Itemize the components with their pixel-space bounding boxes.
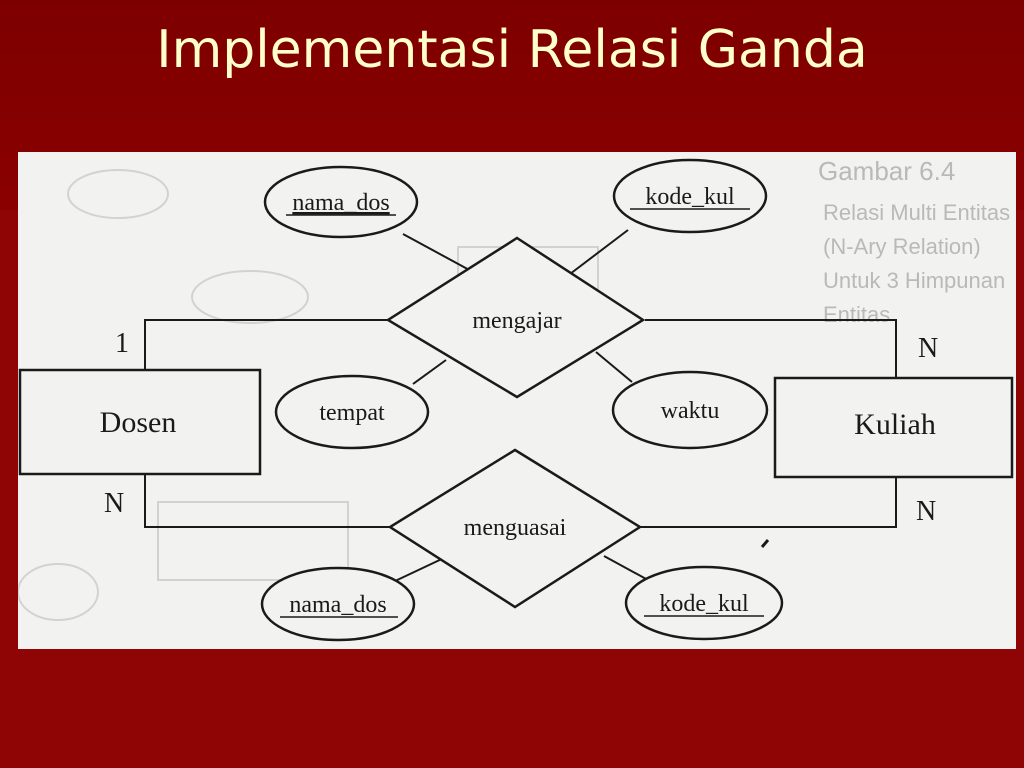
attribute-kode-kul-top (612, 158, 768, 234)
attribute-nama-dos-top-label: nama_dos (292, 190, 389, 216)
attribute-nama-dos-bottom-label: nama_dos (289, 592, 386, 618)
attr-link-nama-dos-top (402, 233, 474, 273)
menguasai-kuliah-line (640, 477, 897, 528)
entity-dosen-label: Dosen (100, 406, 177, 439)
attribute-tempat (274, 374, 430, 450)
attr-link-waktu (595, 351, 633, 383)
cardinality-dosen-bottom: N (104, 488, 124, 519)
entity-dosen (18, 368, 262, 476)
ghost-line-3: (N-Ary Relation) (823, 234, 981, 259)
dosen-mengajar-line (144, 319, 388, 370)
attribute-kode-kul-top-label: kode_kul (645, 184, 735, 210)
slide-title: Implementasi Relasi Ganda (156, 20, 868, 80)
cardinality-dosen-top: 1 (115, 328, 129, 359)
ghost-line-4: Untuk 3 Himpunan (823, 268, 1005, 293)
cardinality-kuliah-bottom: N (916, 496, 936, 527)
scan-mark (760, 539, 770, 548)
entity-kuliah (773, 376, 1014, 479)
attribute-waktu (611, 370, 769, 450)
attribute-nama-dos-bottom (260, 566, 416, 642)
er-diagram-image: Gambar 6.4 Relasi Multi Entitas (N-Ary R… (18, 152, 1016, 649)
ghost-line-5: Entitas (823, 302, 890, 327)
relationship-mengajar-label: mengajar (472, 308, 561, 334)
entity-kuliah-label: Kuliah (854, 408, 936, 441)
relationship-mengajar (385, 236, 646, 399)
ghost-line-2: Relasi Multi Entitas (823, 200, 1010, 225)
ghost-line-1: Gambar 6.4 (818, 156, 955, 186)
attribute-kode-kul-bottom-label: kode_kul (659, 591, 749, 617)
attribute-tempat-label: tempat (319, 400, 385, 426)
cardinality-kuliah-top: N (918, 333, 938, 364)
attribute-kode-kul-bottom (624, 565, 784, 641)
attr-link-kode-kul-bottom (603, 555, 649, 581)
relationship-menguasai (387, 448, 643, 609)
dosen-menguasai-line (144, 474, 390, 528)
mengajar-kuliah-line (645, 319, 897, 380)
attribute-nama-dos-top (263, 165, 419, 239)
relationship-menguasai-label: menguasai (464, 515, 567, 541)
attribute-waktu-label: waktu (661, 398, 720, 424)
attr-link-kode-kul-top (569, 229, 629, 275)
attr-link-tempat (412, 359, 447, 385)
attr-link-nama-dos-bottom (392, 556, 447, 583)
